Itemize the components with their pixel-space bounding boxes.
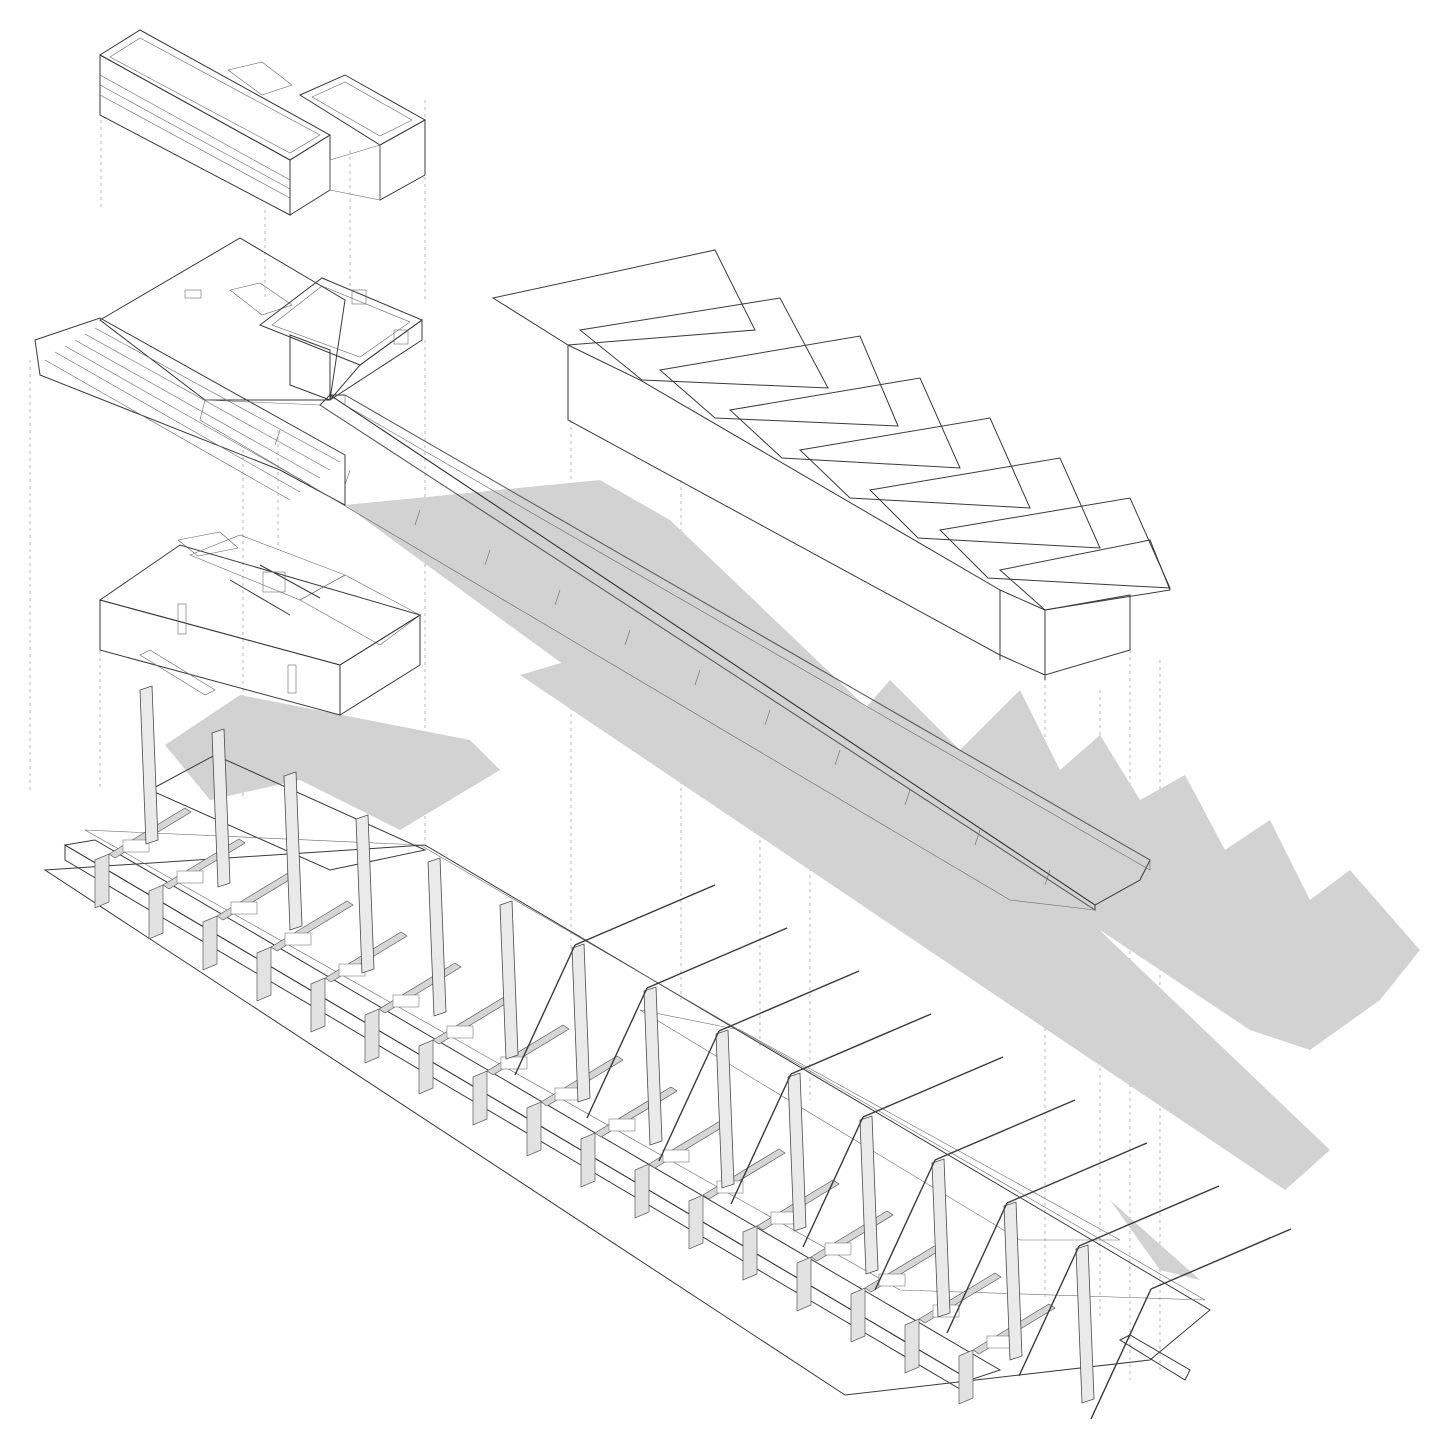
cable-stay [1078, 1185, 1220, 1247]
cable-stay [1006, 1142, 1148, 1204]
inclined-column [1075, 1244, 1095, 1404]
tie-rod [514, 944, 576, 1076]
tie-rod [586, 987, 648, 1119]
bay-opening [500, 1056, 528, 1070]
canopy-roof-layer [491, 249, 1171, 680]
bay-opening [230, 901, 258, 915]
tie-rod [730, 1073, 792, 1205]
frame-columns [139, 685, 1095, 1404]
cross-beam [702, 1148, 786, 1200]
structural-frame-layer [43, 685, 1292, 1420]
frame-pier [688, 1194, 704, 1250]
bay-opening [662, 1149, 690, 1163]
cable-stay [646, 927, 788, 989]
frame-pier [958, 1349, 974, 1405]
frame-pier [850, 1287, 866, 1343]
frame-pier [418, 1039, 434, 1095]
frame-pier [904, 1318, 920, 1374]
frame-pier [580, 1132, 596, 1188]
cable-stay [934, 1099, 1076, 1161]
frame-pier [256, 946, 272, 1002]
frame-pier [634, 1163, 650, 1219]
cross-beam [486, 1024, 570, 1076]
inclined-column [787, 1072, 807, 1232]
bay-opening [878, 1273, 906, 1287]
cable-stay [790, 1013, 932, 1075]
bay-opening [608, 1118, 636, 1132]
frame-pier [94, 853, 110, 909]
cable-stay [862, 1056, 1004, 1118]
cross-beam [270, 900, 354, 952]
bay-opening [176, 870, 204, 884]
frame-pier [526, 1101, 542, 1157]
cable-stay [1150, 1228, 1292, 1290]
ground-shadows [165, 480, 1420, 1280]
upper-volume-layer [99, 29, 427, 216]
frame-pier [148, 884, 164, 940]
service-block-layer [98, 531, 422, 716]
cross-beam [594, 1086, 678, 1138]
cable-stay [574, 884, 716, 946]
frame-pier [364, 1008, 380, 1064]
inclined-column [643, 986, 663, 1146]
inclined-column [211, 728, 231, 888]
tie-rod [874, 1159, 936, 1291]
frame-pier [742, 1225, 758, 1281]
frame-pier [472, 1070, 488, 1126]
inclined-column [355, 814, 375, 974]
inclined-column [427, 857, 447, 1017]
bay-opening [392, 994, 420, 1008]
bay-opening [122, 839, 150, 853]
cross-beam [162, 838, 246, 890]
inclined-column [571, 943, 591, 1103]
cross-beam [378, 962, 462, 1014]
inclined-column [283, 771, 303, 931]
bay-opening [284, 932, 312, 946]
bay-opening [338, 963, 366, 977]
frame-stays [514, 884, 1292, 1420]
tie-rod [946, 1202, 1008, 1334]
inclined-column [931, 1158, 951, 1318]
frame-pier [310, 977, 326, 1033]
inclined-column [139, 685, 159, 845]
canopy-panels [491, 249, 1171, 611]
cable-stay [718, 970, 860, 1032]
tie-rod [802, 1116, 864, 1248]
bay-opening [554, 1087, 582, 1101]
inclined-column [1003, 1201, 1023, 1361]
tie-rod [658, 1030, 720, 1162]
bay-opening [824, 1242, 852, 1256]
inclined-column [859, 1115, 879, 1275]
cross-beam [810, 1210, 894, 1262]
frame-pier [202, 915, 218, 971]
inclined-column [715, 1029, 735, 1189]
inclined-column [499, 900, 519, 1060]
bay-opening [446, 1025, 474, 1039]
tie-rod [1090, 1288, 1152, 1420]
stand-deck-layer [34, 237, 1151, 911]
cross-beam [918, 1272, 1002, 1324]
frame-pier [796, 1256, 812, 1312]
tie-rod [1018, 1245, 1080, 1377]
